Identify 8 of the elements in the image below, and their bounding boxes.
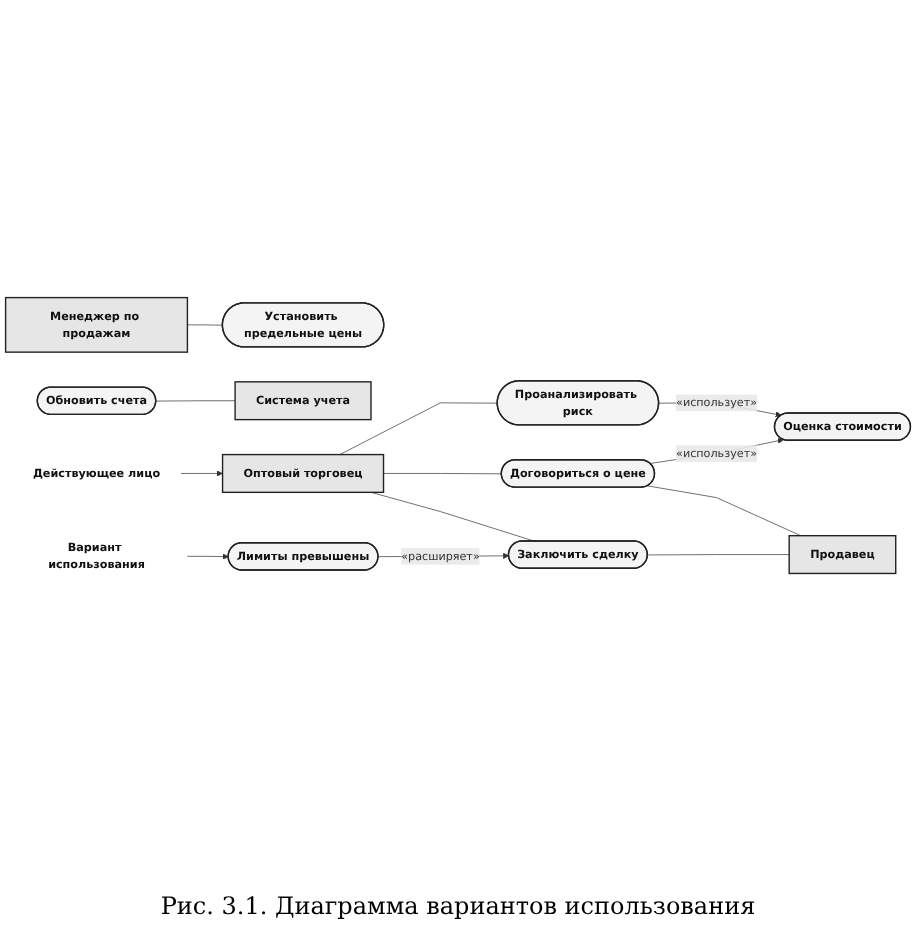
connector	[383, 472, 502, 474]
figure-caption: Рис. 3.1. Диаграмма вариантов использования	[160, 892, 756, 920]
connector	[155, 399, 236, 401]
connector	[647, 553, 790, 555]
connector	[339, 401, 498, 455]
connector	[187, 323, 224, 325]
connector	[370, 491, 535, 542]
connector	[647, 484, 802, 536]
